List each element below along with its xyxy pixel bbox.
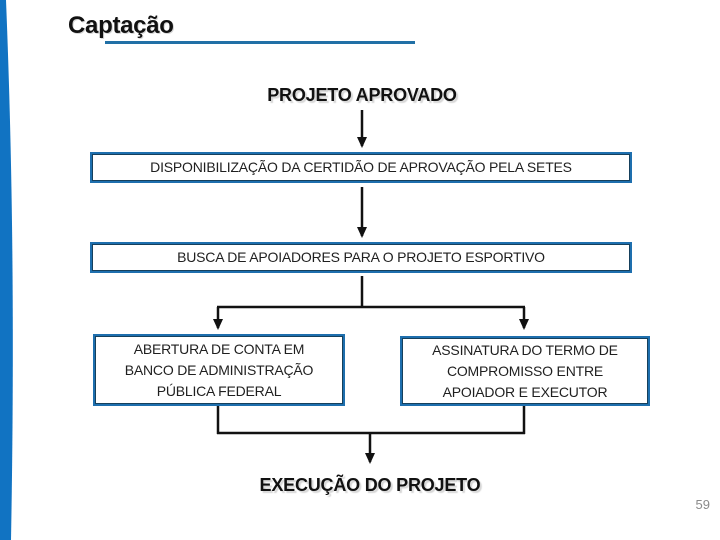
flow-end-label: EXECUÇÃO DO PROJETO [259,475,481,495]
page-title: Captação [68,12,174,39]
flow-box-conta-line2: BANCO DE ADMINISTRAÇÃO [124,361,314,378]
flow-box-conta-line3: PÚBLICA FEDERAL [156,382,282,399]
flow-box-setes-label: DISPONIBILIZAÇÃO DA CERTIDÃO DE APROVAÇÃ… [150,159,572,175]
flow-box-termo-line2: COMPROMISSO ENTRE [446,362,604,379]
flow-box-termo-line3: APOIADOR E EXECUTOR [442,383,608,400]
flow-box-conta-line1: ABERTURA DE CONTA EM [133,340,305,357]
flow-box-termo-label: ASSINATURA DO TERMO DE COMPROMISSO ENTRE… [432,340,618,403]
flow-box-termo: ASSINATURA DO TERMO DE COMPROMISSO ENTRE… [400,336,650,406]
flow-box-termo-line1: ASSINATURA DO TERMO DE [432,341,618,358]
flow-box-busca: BUSCA DE APOIADORES PARA O PROJETO ESPOR… [90,242,632,273]
flow-box-setes: DISPONIBILIZAÇÃO DA CERTIDÃO DE APROVAÇÃ… [90,152,632,183]
flow-box-conta: ABERTURA DE CONTA EM BANCO DE ADMINISTRA… [93,334,345,406]
left-accent-stripe [0,0,13,540]
flow-box-conta-label: ABERTURA DE CONTA EM BANCO DE ADMINISTRA… [125,339,314,402]
page-number: 59 [695,497,710,512]
flow-start-label: PROJETO APROVADO [267,85,457,105]
title-underline [105,41,415,44]
flow-box-busca-label: BUSCA DE APOIADORES PARA O PROJETO ESPOR… [177,249,545,265]
